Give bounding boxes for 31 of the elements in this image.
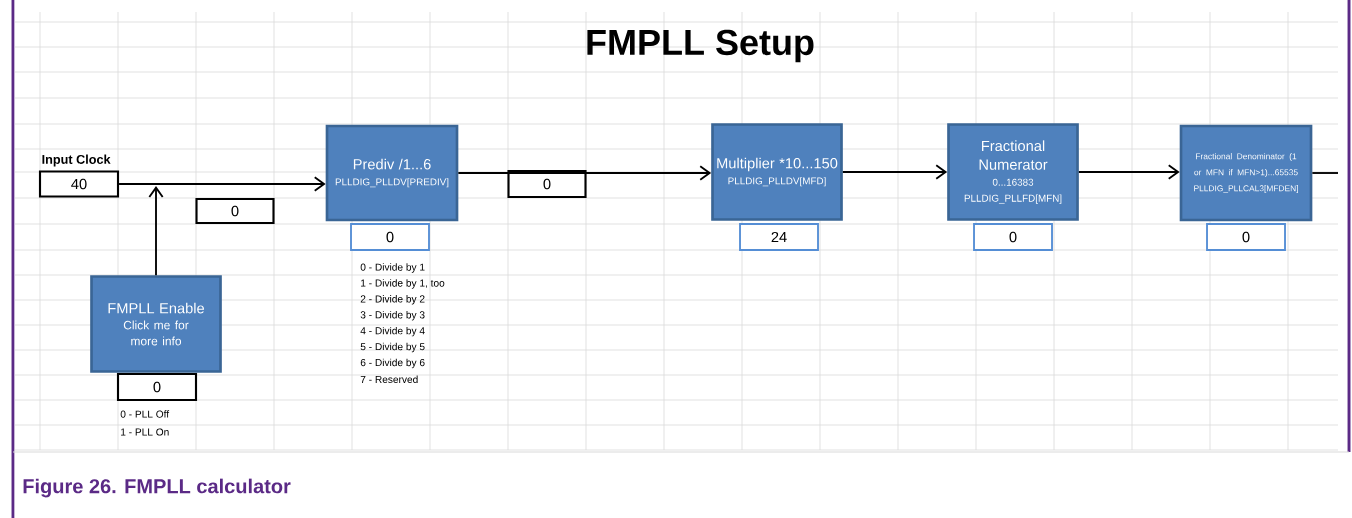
note-text: 6 - Divide by 6: [360, 358, 425, 369]
arrow: [457, 165, 712, 181]
process-box: Fractional Denominator (1 or MFN if MFN>1)...65535 PLLDIG_PLLCAL3[MFDEN]: [1179, 124, 1313, 222]
note-text: 2 - Divide by 2: [360, 295, 425, 305]
note-text: 7 - Reserved: [360, 375, 418, 384]
note-text: 4 - Divide by 4: [360, 326, 425, 337]
value-cell: 0: [116, 372, 198, 402]
title: FMPLL Setup: [587, 29, 814, 63]
caption: Figure 26. FMPLL calculator: [23, 478, 291, 498]
value-field: 0: [1206, 223, 1286, 251]
note-text: 0 - Divide by 1: [360, 263, 425, 273]
value-cell: 0: [195, 197, 275, 225]
arrow: [841, 164, 948, 180]
value-cell: 0: [507, 169, 587, 199]
note-text: 0 - PLL Off: [120, 410, 170, 418]
arrow: [1077, 164, 1180, 180]
field-label: Input Clock: [42, 154, 111, 167]
arrow: [118, 176, 326, 192]
note-text: 1 - PLL On: [121, 428, 169, 436]
process-box: Fractional Numerator 0...16383 PLLDIG_PLLFD[MFN]: [947, 123, 1079, 221]
process-box: Prediv /1...6 PLLDIG_PLLDV[PREDIV]: [325, 124, 459, 222]
value-field: 0: [973, 223, 1053, 251]
note-text: 3 - Divide by 3: [360, 311, 425, 321]
value-field: 0: [350, 223, 430, 251]
value-field: 24: [739, 223, 819, 251]
note-text: 5 - Divide by 5: [360, 342, 425, 353]
enable-button: FMPLL Enable Click me for more info: [90, 275, 222, 373]
process-box: Multiplier *10...150 PLLDIG_PLLDV[MFD]: [711, 123, 843, 221]
note-text: 1 - Divide by 1, too: [361, 279, 445, 289]
arrow: [148, 186, 164, 277]
value-cell: 40: [38, 170, 120, 198]
